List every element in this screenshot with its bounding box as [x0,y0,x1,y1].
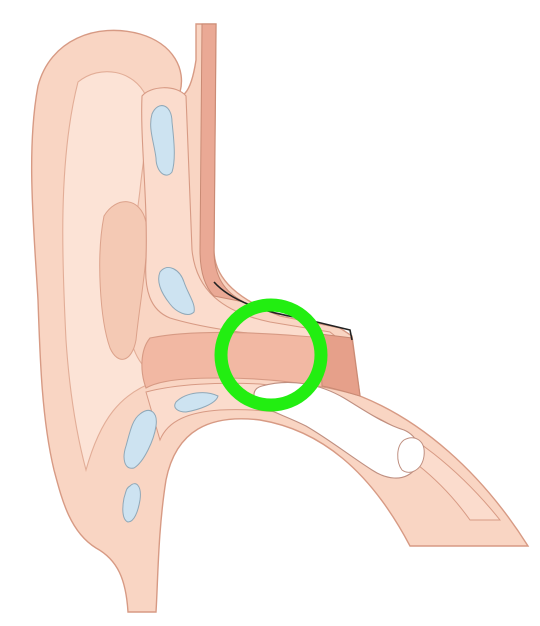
eardrum [319,333,361,397]
cartilage-bottom [122,483,141,523]
cartilage-lower [123,410,157,469]
ear-canal [141,331,361,397]
cartilage-middle [158,267,195,315]
cartilage-upper [150,105,175,176]
canal-dark-strip [199,23,245,303]
bone [253,381,421,479]
concha [99,201,148,360]
bone-nodule [397,437,425,473]
highlight-circle [214,298,328,412]
cartilage-canal [174,392,219,413]
